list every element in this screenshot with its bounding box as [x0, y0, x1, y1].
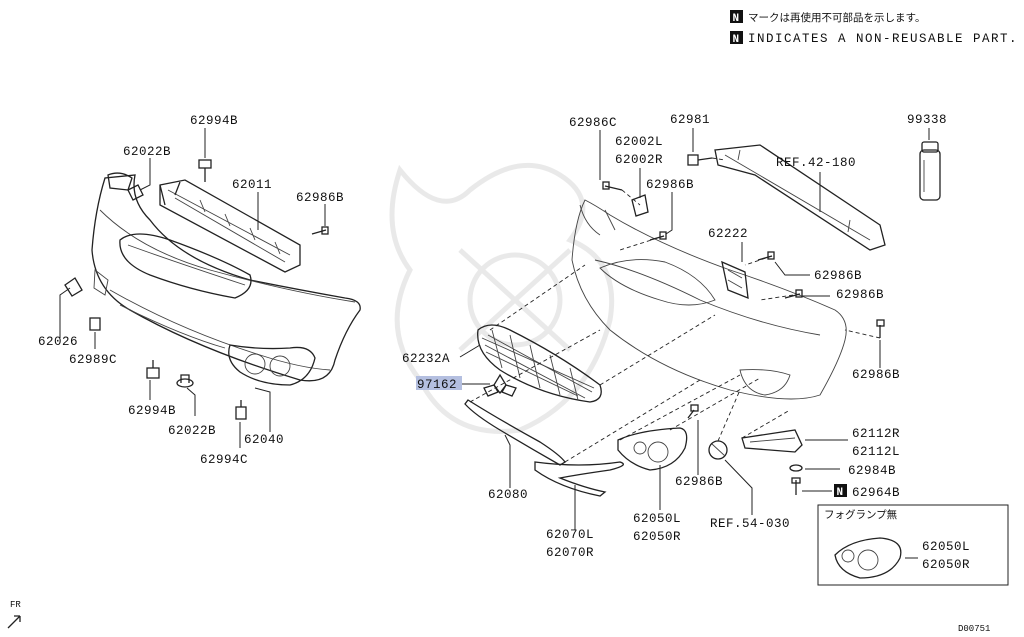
label-62026: 62026: [38, 335, 78, 349]
label-62112L: 62112L: [852, 445, 900, 459]
legend-japanese-note: マークは再使用不可部品を示します。: [748, 11, 925, 24]
watermark-crest: [389, 162, 615, 434]
nut-62984B: [789, 464, 803, 472]
bracket-62002: [631, 194, 649, 217]
label-62986C: 62986C: [569, 116, 617, 130]
screw-62994B-top: [198, 159, 212, 182]
reinforcement-beam: [714, 144, 886, 251]
screw-62994C: [235, 400, 247, 420]
label-62050R: 62050R: [633, 530, 681, 544]
screw-62986B-r3: [876, 319, 885, 338]
diagram-code: D00751: [958, 624, 990, 634]
non-reusable-badge-letter: N: [733, 13, 740, 25]
inset-title: フォグランプ無: [824, 508, 898, 521]
fasteners-left: [64, 159, 329, 420]
legend-english-note: INDICATES A NON-REUSABLE PART.: [748, 32, 1018, 46]
non-reusable-badge: [730, 31, 743, 44]
fog-lamp-ref: [708, 440, 728, 460]
label-62986B: 62986B: [646, 178, 694, 192]
label-62022B: 62022B: [168, 424, 216, 438]
trim-strip-62080: [464, 399, 566, 466]
leader-lines-left: [59, 128, 326, 448]
fasteners-right-top: [602, 154, 885, 338]
label-62989C: 62989C: [69, 353, 117, 367]
lower-cover-62070: [534, 461, 624, 497]
non-reusable-badge: [834, 484, 847, 497]
label-97162: 97162: [417, 378, 457, 392]
label-62080: 62080: [488, 488, 528, 502]
label-62986B: 62986B: [814, 269, 862, 283]
side-trim-62112: [741, 429, 803, 495]
screw-62986C: [602, 181, 623, 191]
adhesive-tube-99338: [919, 141, 941, 201]
non-reusable-badge-letter: N: [733, 34, 740, 46]
clip-62022B-bottom: [176, 374, 194, 388]
label-62040: 62040: [244, 433, 284, 447]
label-62994B: 62994B: [190, 114, 238, 128]
label-62011: 62011: [232, 178, 272, 192]
bracket-62222: [721, 260, 749, 300]
label-62984B: 62984B: [848, 464, 896, 478]
label-99338: 99338: [907, 113, 947, 127]
screw-62986B-left: [311, 226, 329, 235]
label-62222: 62222: [708, 227, 748, 241]
highlighted-part-97162[interactable]: 97162: [416, 376, 462, 392]
left-bumper-cover: [91, 172, 361, 386]
front-direction-marker: FR: [7, 600, 21, 629]
grille-62232A: [477, 324, 602, 403]
label-62232A: 62232A: [402, 352, 450, 366]
label-62070R: 62070R: [546, 546, 594, 560]
right-bumper-ghost: [571, 199, 847, 400]
screw-62964B: [791, 477, 801, 495]
non-reusable-badge: [730, 10, 743, 23]
label-ref-54-030: REF.54-030: [710, 517, 790, 531]
emblem-97162: [483, 373, 517, 397]
label-62986B: 62986B: [836, 288, 884, 302]
label-62981: 62981: [670, 113, 710, 127]
label-62050R-inset: 62050R: [922, 558, 970, 572]
label-62986B: 62986B: [852, 368, 900, 382]
plug-62026: [64, 277, 83, 297]
clip-62022B-top: [127, 184, 144, 201]
label-62994C: 62994C: [200, 453, 248, 467]
label-ref-42-180: REF.42-180: [776, 156, 856, 170]
label-62986B: 62986B: [675, 475, 723, 489]
label-62022B: 62022B: [123, 145, 171, 159]
fog-bezel-62050: [617, 404, 699, 471]
label-62994B: 62994B: [128, 404, 176, 418]
label-62964B: 62964B: [852, 486, 900, 500]
clip-62989C: [89, 317, 101, 331]
screw-62994B-bottom: [146, 360, 160, 379]
label-62002L: 62002L: [615, 135, 663, 149]
label-62986B: 62986B: [296, 191, 344, 205]
guide-lines-right: [469, 157, 881, 463]
bracket-62011: [159, 179, 301, 273]
part-labels: 62994B 62022B 62011 62986B 62026 62989C …: [38, 113, 970, 572]
bolt-62981: [687, 154, 713, 166]
label-62050L: 62050L: [633, 512, 681, 526]
label-62070L: 62070L: [546, 528, 594, 542]
front-label: FR: [10, 600, 21, 610]
leader-lines-right: [459, 128, 930, 530]
label-62050L-inset: 62050L: [922, 540, 970, 554]
inset-no-fog-lamp: フォグランプ無: [817, 504, 1009, 586]
label-62112R: 62112R: [852, 427, 900, 441]
label-62002R: 62002R: [615, 153, 663, 167]
legend: N マークは再使用不可部品を示します。 N INDICATES A NON-RE…: [730, 10, 1018, 46]
screw-62986B-low: [687, 404, 699, 419]
non-reusable-badge-letter: N: [837, 487, 844, 499]
